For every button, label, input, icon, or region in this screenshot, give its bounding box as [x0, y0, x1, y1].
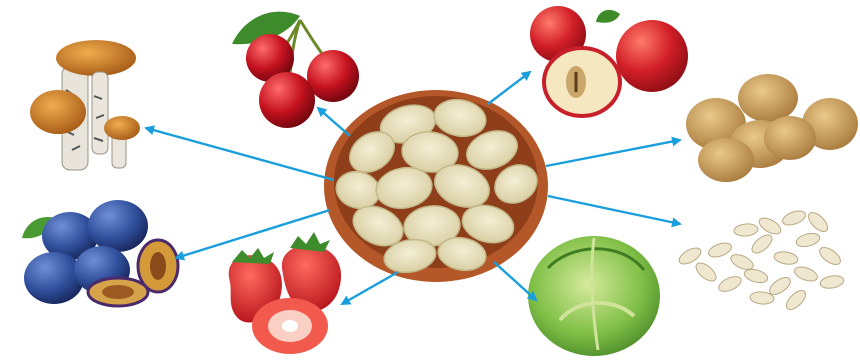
arrow-to-mushrooms — [146, 128, 334, 180]
pumpkin-seeds-image — [677, 208, 845, 312]
mushrooms-image — [30, 40, 140, 170]
arrow-to-potatoes — [546, 140, 680, 166]
plums-image — [22, 200, 178, 306]
cabbage-image — [528, 236, 660, 356]
arrow-to-cherries — [318, 108, 350, 136]
arrow-to-pumpkin-seeds — [548, 196, 680, 224]
arrow-to-apples — [488, 72, 530, 104]
apples-image — [530, 6, 688, 116]
strawberries-image — [229, 232, 341, 354]
arrow-to-strawberries — [342, 272, 398, 304]
potatoes-image — [686, 74, 858, 182]
arrow-to-cabbage — [494, 262, 536, 300]
dumplings-bowl-image — [324, 90, 548, 282]
cherries-image — [232, 12, 359, 128]
